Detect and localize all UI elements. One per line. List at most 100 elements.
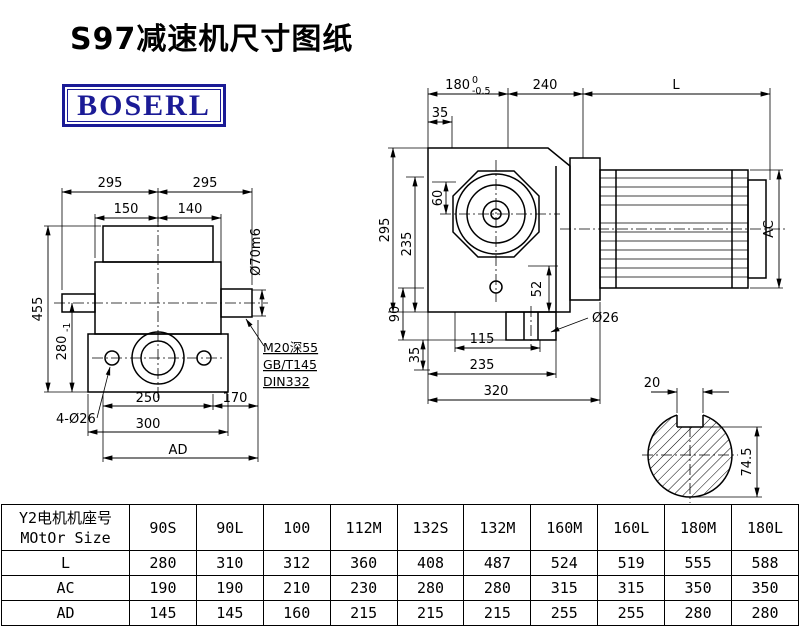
dim-AC: AC xyxy=(762,220,777,238)
keyway-slot xyxy=(676,415,704,428)
table-cell: 350 xyxy=(731,575,799,601)
dim-240: 240 xyxy=(533,78,558,93)
table-cell: 487 xyxy=(463,550,532,576)
dim-180-tol-upper: 0 xyxy=(472,75,478,86)
dim-295-left: 295 xyxy=(98,176,123,191)
shaft-section-dimension-lines xyxy=(651,389,760,498)
thread-note-line1: M20深55 xyxy=(263,340,318,355)
dim-320: 320 xyxy=(484,384,509,399)
table-cell: 350 xyxy=(664,575,733,601)
motor-size-header: 132S xyxy=(396,504,465,551)
svg-text:-1: -1 xyxy=(62,323,73,332)
table-header-cn: Y2电机机座号 xyxy=(18,509,113,527)
table-cell: 215 xyxy=(329,600,398,626)
table-cell: 215 xyxy=(463,600,532,626)
table-cell: 230 xyxy=(329,575,398,601)
row-label: AC xyxy=(1,575,130,601)
table-cell: 190 xyxy=(129,575,197,601)
side-view-extension-lines xyxy=(388,88,783,404)
table-cell: 524 xyxy=(530,550,599,576)
table-cell: 310 xyxy=(195,550,264,576)
motor-size-header: 132M xyxy=(463,504,532,551)
table-cell: 280 xyxy=(664,600,733,626)
gearbox-outline xyxy=(427,147,571,341)
front-view: 295 295 150 140 Ø70m6 455 280 -1 4-Ø26 2… xyxy=(31,176,318,462)
dim-300: 300 xyxy=(136,417,161,432)
dim-60: 60 xyxy=(431,190,446,207)
table-cell: 360 xyxy=(329,550,398,576)
motor-size-header: 112M xyxy=(329,504,398,551)
table-cell: 280 xyxy=(731,600,799,626)
dim-35-bottom: 35 xyxy=(408,347,423,364)
dim-35-top: 35 xyxy=(432,106,449,121)
svg-text:280: 280 xyxy=(55,336,70,361)
table-cell: 315 xyxy=(530,575,599,601)
dim-key-width-20: 20 xyxy=(644,376,661,391)
table-cell: 519 xyxy=(597,550,666,576)
table-cell: 255 xyxy=(597,600,666,626)
table-cell: 280 xyxy=(129,550,197,576)
side-view-centerlines xyxy=(440,160,788,346)
logo: BOSERL xyxy=(62,84,226,127)
thread-note-line2: GB/T145 xyxy=(263,357,317,372)
motor-size-header: 90S xyxy=(129,504,197,551)
dim-90: 90 xyxy=(388,306,403,323)
table-cell: 312 xyxy=(262,550,331,576)
motor-size-header: 90L xyxy=(195,504,264,551)
dim-hole-26: Ø26 xyxy=(592,311,619,326)
motor-size-header: 180L xyxy=(731,504,799,551)
dim-corner-holes: 4-Ø26 xyxy=(56,412,96,427)
dim-shaft-height-74-5: 74.5 xyxy=(740,448,755,477)
motor-size-header: 160L xyxy=(597,504,666,551)
dim-295-side: 295 xyxy=(378,218,393,243)
table-cell: 145 xyxy=(129,600,197,626)
table-header-label: Y2电机机座号 MOtOr Size xyxy=(1,504,130,551)
dim-150: 150 xyxy=(114,202,139,217)
dim-250: 250 xyxy=(136,391,161,406)
dim-shaft-diameter: Ø70m6 xyxy=(249,228,264,276)
dim-180: 180 xyxy=(445,78,470,93)
table-cell: 280 xyxy=(396,575,465,601)
motor-size-header: 100 xyxy=(262,504,331,551)
side-view: 180 0 -0.5 240 L 35 60 295 235 90 35 52 … xyxy=(378,75,788,404)
dim-280: 280 -1 xyxy=(55,323,73,361)
dim-140: 140 xyxy=(178,202,203,217)
dim-295-right: 295 xyxy=(193,176,218,191)
table-cell: 190 xyxy=(195,575,264,601)
dim-180-tol-lower: -0.5 xyxy=(472,86,491,97)
page-title: S97减速机尺寸图纸 xyxy=(70,22,354,57)
table-cell: 588 xyxy=(731,550,799,576)
table-cell: 315 xyxy=(597,575,666,601)
table-cell: 255 xyxy=(530,600,599,626)
motor-size-header: 180M xyxy=(664,504,733,551)
table-header-en: MOtOr Size xyxy=(20,529,111,547)
dim-L: L xyxy=(672,78,680,93)
table-cell: 160 xyxy=(262,600,331,626)
dim-52: 52 xyxy=(530,281,545,298)
table-cell: 215 xyxy=(396,600,465,626)
table-cell: 145 xyxy=(195,600,264,626)
dim-115: 115 xyxy=(470,332,495,347)
side-view-dimension-lines xyxy=(390,91,782,403)
front-view-centerlines xyxy=(54,216,268,400)
logo-text: BOSERL xyxy=(77,88,211,122)
front-view-dimension-lines xyxy=(45,189,265,461)
motor-size-header: 160M xyxy=(530,504,599,551)
dim-235-vertical: 235 xyxy=(400,232,415,257)
shaft-section: 20 74.5 xyxy=(642,376,762,503)
front-view-outline xyxy=(61,225,253,393)
dim-AD: AD xyxy=(169,443,188,458)
dim-455: 455 xyxy=(31,297,46,322)
table-cell: 408 xyxy=(396,550,465,576)
table-cell: 555 xyxy=(664,550,733,576)
dim-235-horizontal: 235 xyxy=(470,358,495,373)
technical-drawing: 295 295 150 140 Ø70m6 455 280 -1 4-Ø26 2… xyxy=(31,75,788,503)
row-label: L xyxy=(1,550,130,576)
table-cell: 210 xyxy=(262,575,331,601)
